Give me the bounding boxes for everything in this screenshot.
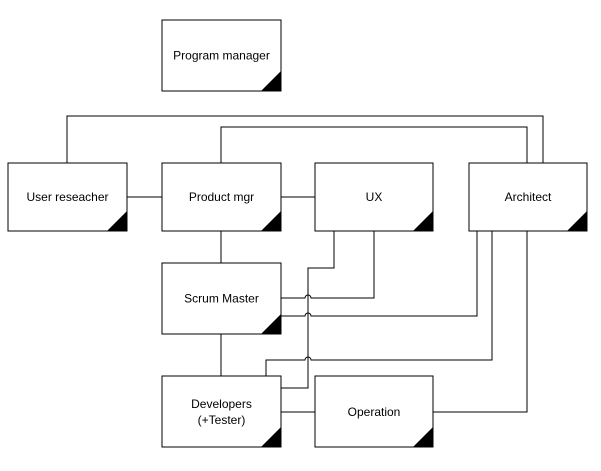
label-developers: Developers [191, 397, 252, 411]
connector-developers-architect [265, 231, 493, 376]
corner-marker [567, 211, 587, 231]
corner-marker [261, 427, 281, 447]
box-scrum-master: Scrum Master [161, 262, 282, 335]
connector-scrum-master-ux [281, 231, 375, 299]
label-program-manager: Program manager [173, 49, 270, 63]
connector-developers-ux [281, 231, 335, 389]
box-product-mgr: Product mgr [161, 162, 282, 232]
corner-marker [261, 211, 281, 231]
connector-operation-architect [433, 231, 528, 413]
box-architect: Architect [468, 162, 588, 232]
corner-marker [413, 427, 433, 447]
label-scrum-master: Scrum Master [184, 292, 259, 306]
connector-product-mgr-architect [220, 126, 528, 163]
connectors [66, 115, 544, 413]
label-architect: Architect [505, 190, 552, 204]
corner-marker [107, 211, 127, 231]
box-program-manager: Program manager [161, 19, 282, 92]
label-operation: Operation [348, 405, 401, 419]
corner-marker [413, 211, 433, 231]
box-developers: Developers (+Tester) [161, 375, 282, 448]
label-product-mgr: Product mgr [189, 190, 254, 204]
connector-user-researcher-architect [66, 115, 544, 163]
connector-scrum-master-architect [281, 231, 478, 317]
corner-marker [261, 314, 281, 334]
corner-marker [261, 71, 281, 91]
label-user-researcher: User reseacher [26, 190, 108, 204]
box-ux: UX [314, 162, 434, 232]
box-user-researcher: User reseacher [7, 162, 128, 232]
label-ux: UX [366, 190, 383, 204]
box-operation: Operation [314, 375, 434, 448]
label-developers-tester: (+Tester) [198, 413, 246, 427]
